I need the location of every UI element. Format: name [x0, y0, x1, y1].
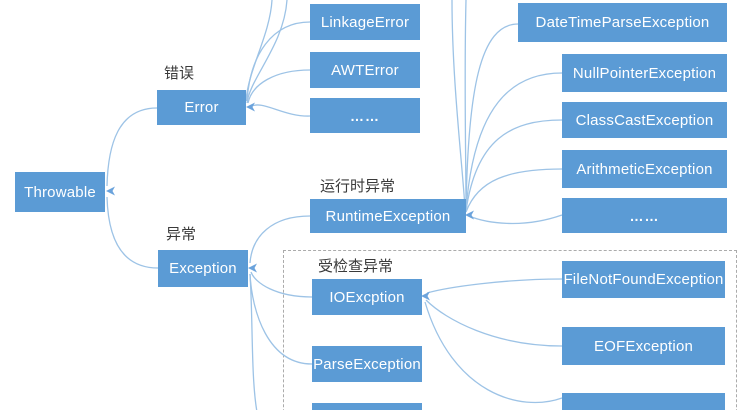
label-checked-cn: 受检查异常: [318, 258, 394, 275]
node-datetime-parse-exception[interactable]: DateTimeParseException: [518, 3, 727, 42]
edge-offscreen-top-3-to-runtime: [451, 0, 466, 209]
node-error-more[interactable]: ……: [310, 98, 420, 133]
node-error[interactable]: Error: [157, 90, 246, 125]
node-arithmetic-exception[interactable]: ArithmeticException: [562, 150, 727, 188]
edge-arithmetic-to-runtime: [465, 168, 563, 213]
node-parse-exception[interactable]: ParseException: [312, 346, 422, 382]
node-exception[interactable]: Exception: [158, 250, 248, 287]
node-io-more-cutoff[interactable]: [562, 393, 725, 410]
edge-awterror-to-error: [247, 69, 311, 104]
edge-exception-to-throwable: [106, 196, 159, 269]
node-runtime-exception[interactable]: RuntimeException: [310, 199, 466, 233]
node-linkage-error[interactable]: LinkageError: [310, 4, 420, 40]
edge-offscreen-top-4-to-runtime: [464, 0, 467, 209]
node-runtime-more[interactable]: ……: [562, 198, 727, 233]
label-exception-cn: 异常: [166, 226, 197, 243]
node-io-exception[interactable]: IOExcption: [312, 279, 422, 315]
edge-error-to-throwable: [106, 107, 158, 187]
edge-linkageerror-to-error: [246, 21, 311, 102]
node-class-cast-exception[interactable]: ClassCastException: [562, 102, 727, 138]
arrowhead-runtime-exception: [465, 210, 474, 220]
label-error-cn: 错误: [164, 65, 195, 82]
node-checked-more-cutoff[interactable]: [312, 403, 422, 410]
edge-nullpointer-to-runtime: [465, 72, 563, 211]
label-runtime-cn: 运行时异常: [320, 178, 396, 195]
edge-datetimeparse-to-runtime: [465, 23, 519, 210]
edge-classcast-to-runtime: [465, 119, 563, 212]
arrowhead-exception: [248, 263, 257, 273]
edge-offscreen-top-2-to-error: [246, 0, 288, 104]
node-null-pointer-exception[interactable]: NullPointerException: [562, 54, 727, 92]
arrowhead-throwable: [106, 186, 115, 196]
arrowhead-error: [246, 102, 255, 112]
edge-runtimemore-to-runtime: [468, 214, 563, 225]
edge-errormore-to-error: [249, 104, 311, 117]
node-throwable[interactable]: Throwable: [15, 172, 105, 212]
node-eof-exception[interactable]: EOFException: [562, 327, 725, 365]
edge-checkedmore-to-exception: [249, 273, 258, 410]
edge-offscreen-top-1-to-error: [245, 0, 273, 102]
node-file-not-found-exception[interactable]: FileNotFoundException: [562, 261, 725, 298]
node-awt-error[interactable]: AWTError: [310, 52, 420, 88]
